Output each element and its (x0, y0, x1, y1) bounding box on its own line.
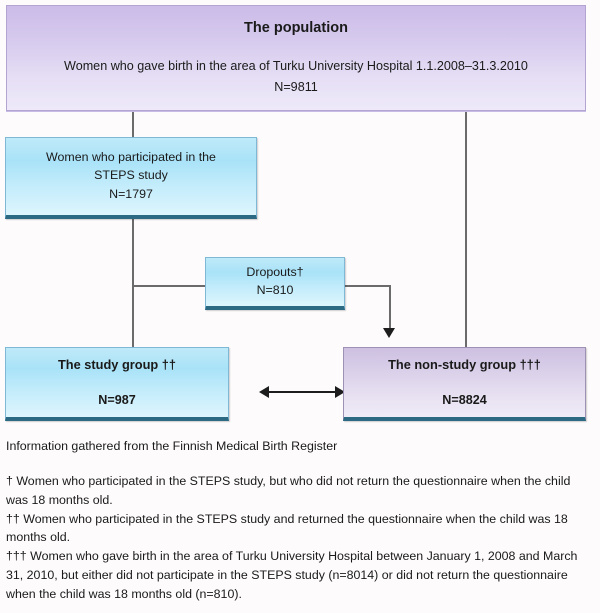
non-study-group-count: N=8824 (442, 392, 487, 407)
connector-dropouts-out-horizontal (344, 285, 390, 287)
footnote-dagger-3: ††† Women who gave birth in the area of … (6, 549, 578, 601)
study-group-count: N=987 (98, 392, 136, 407)
steps-line-2: STEPS study (94, 168, 168, 182)
notes-section: Information gathered from the Finnish Me… (6, 437, 592, 604)
dropouts-label: Dropouts† (246, 265, 304, 280)
flowchart-canvas: The population Women who gave birth in t… (5, 5, 586, 421)
node-population: The population Women who gave birth in t… (6, 5, 586, 111)
connector-population-to-steps (132, 111, 134, 138)
node-study-group: The study group †† N=987 (5, 347, 229, 421)
steps-line-1: Women who participated in the (46, 150, 216, 165)
connector-dropouts-out-vertical (389, 285, 391, 329)
arrowhead-compare-right (335, 385, 345, 398)
node-non-study-group: The non-study group ††† N=8824 (343, 347, 586, 421)
footnote-dagger-1: † Women who participated in the STEPS st… (6, 473, 571, 507)
arrowhead-compare-left (259, 385, 269, 398)
population-title: The population (244, 20, 348, 37)
footnote-dagger-2: †† Women who participated in the STEPS s… (6, 511, 568, 545)
note-data-source: Information gathered from the Finnish Me… (6, 439, 338, 453)
population-description: Women who gave birth in the area of Turk… (64, 59, 528, 74)
node-steps-study: Women who participated in the STEPS stud… (5, 137, 257, 219)
steps-count: N=1797 (109, 186, 153, 201)
connector-study-vs-non-study (266, 391, 338, 393)
node-dropouts: Dropouts† N=810 (205, 257, 345, 310)
connector-steps-to-study-group (132, 219, 134, 348)
population-count: N=9811 (274, 79, 318, 94)
connector-branch-to-dropouts (132, 285, 206, 287)
arrowhead-dropouts-to-non-study-group (383, 328, 395, 338)
study-group-title: The study group †† (57, 357, 177, 373)
non-study-group-title: The non-study group ††† (388, 357, 541, 373)
dropouts-count: N=810 (256, 283, 294, 297)
connector-population-to-non-study-group (465, 111, 467, 348)
